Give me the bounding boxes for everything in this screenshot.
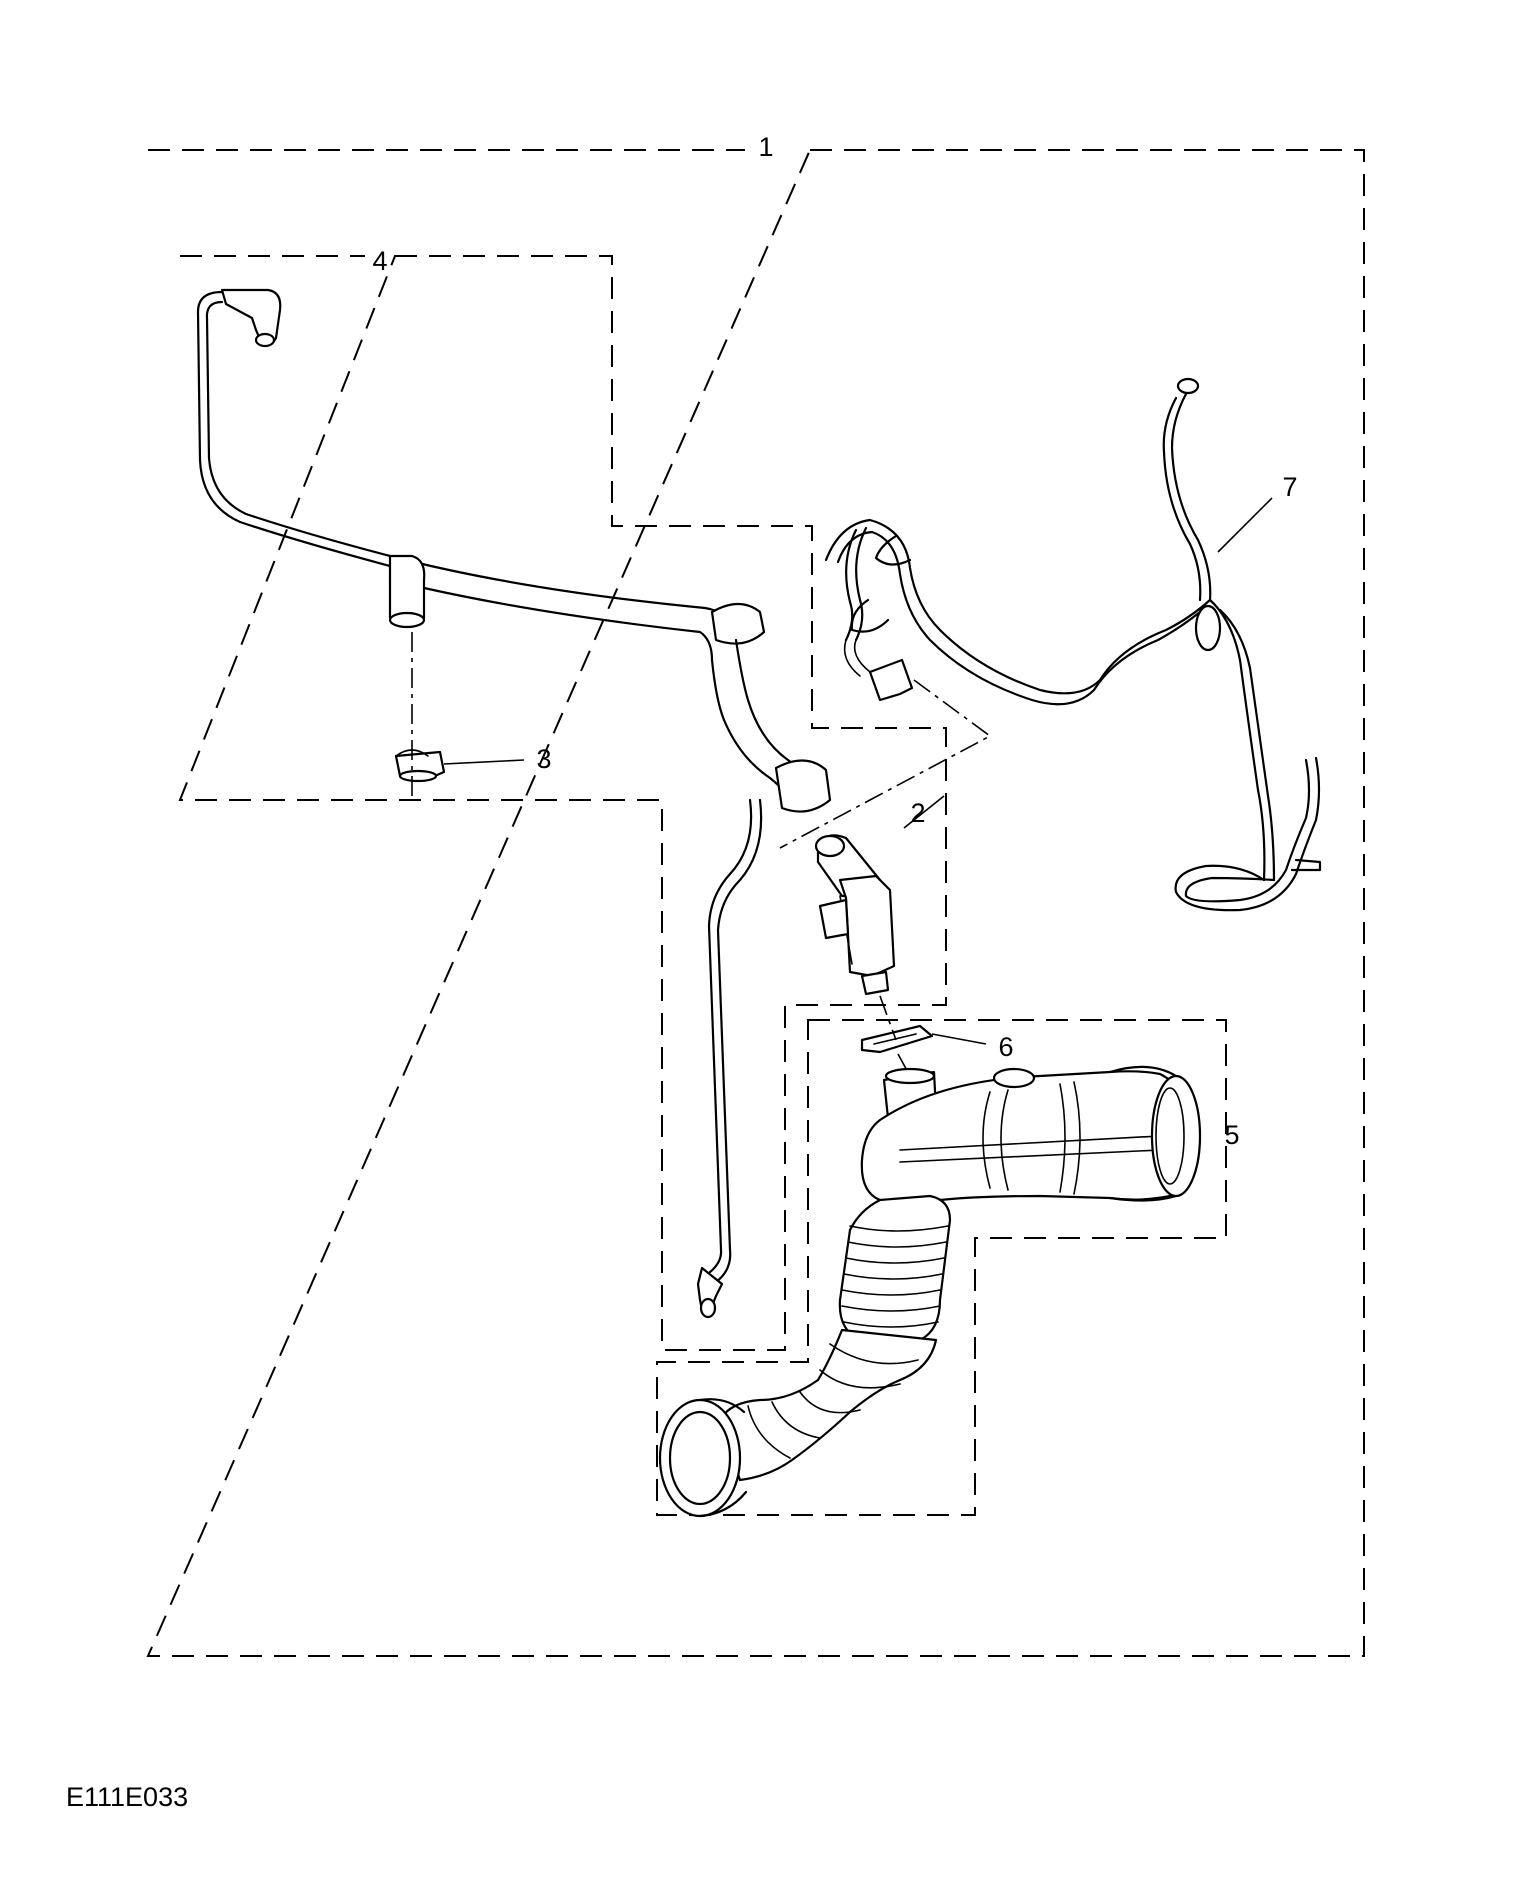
callout-6: 6 (998, 1032, 1013, 1062)
callout-1: 1 (758, 132, 773, 162)
clip-3 (394, 749, 446, 783)
hose-tee-fitting (388, 554, 426, 620)
centerline-connector-to-valve (779, 679, 992, 849)
callout-2: 2 (910, 798, 925, 828)
centerline-valve-to-seal (879, 995, 897, 1041)
seal-6 (860, 1024, 934, 1054)
thin-tube-lower (714, 798, 763, 1284)
thin-tube-upper (196, 290, 392, 568)
group-boundaries (146, 149, 1365, 1657)
duct-boundary-5 (656, 1019, 1227, 1516)
callout-5: 5 (1224, 1120, 1239, 1150)
breather-hose-assembly (196, 288, 832, 1319)
leader-3 (443, 759, 525, 765)
hose-clip-lower (774, 759, 832, 813)
leader-2 (903, 795, 945, 829)
valve-2 (814, 834, 896, 996)
centerline-seal-to-duct (897, 1053, 911, 1077)
hose-clip-upper (710, 602, 766, 645)
leader-lines (443, 497, 1273, 1045)
kit-boundary-1 (146, 149, 1365, 1657)
intake-duct-5 (658, 1065, 1202, 1518)
callout-3: 3 (536, 744, 551, 774)
harness-connector (868, 658, 914, 702)
main-hose (388, 554, 738, 642)
cable-harness-7 (824, 377, 1322, 912)
hose-boundary-4 (178, 255, 947, 1351)
leader-7 (1217, 497, 1273, 553)
callout-7: 7 (1282, 472, 1297, 502)
figure-reference: E111E033 (66, 1782, 188, 1812)
callout-4: 4 (372, 246, 387, 276)
leader-6 (931, 1033, 987, 1045)
